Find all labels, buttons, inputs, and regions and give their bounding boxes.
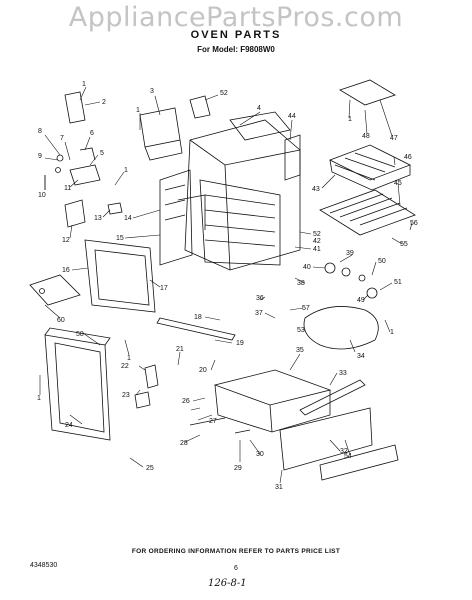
callout-c48: 48 bbox=[362, 133, 370, 140]
callout-c17: 17 bbox=[160, 285, 168, 292]
watermark: AppliancePartsPros.com bbox=[68, 2, 404, 33]
callout-c33: 33 bbox=[339, 370, 347, 377]
callout-c4: 4 bbox=[257, 105, 261, 112]
callout-c47: 47 bbox=[390, 135, 398, 142]
callout-c2: 2 bbox=[102, 99, 106, 106]
callout-c56: 56 bbox=[410, 220, 418, 227]
callout-c45: 45 bbox=[394, 180, 402, 187]
callout-c51: 51 bbox=[394, 279, 402, 286]
callout-c26: 26 bbox=[182, 398, 190, 405]
page-number: 6 bbox=[234, 565, 238, 572]
broiler-pan bbox=[329, 79, 411, 191]
callout-c15: 15 bbox=[116, 235, 124, 242]
bake-element bbox=[303, 306, 379, 350]
callout-c1e: 1 bbox=[390, 329, 394, 336]
callout-c18: 18 bbox=[194, 314, 202, 321]
hinge-parts bbox=[134, 364, 251, 434]
model-subtitle: For Model: F9808W0 bbox=[197, 45, 275, 54]
callout-c24: 24 bbox=[65, 422, 73, 429]
callout-c20: 20 bbox=[199, 367, 207, 374]
callout-c32: 32 bbox=[340, 448, 348, 455]
oven-rack bbox=[319, 189, 416, 236]
callout-c3: 3 bbox=[150, 88, 154, 95]
callout-c58: 58 bbox=[76, 331, 84, 338]
callout-c38: 38 bbox=[297, 280, 305, 287]
callout-c49: 49 bbox=[357, 297, 365, 304]
callout-c29: 29 bbox=[234, 465, 242, 472]
callout-c1a: 1 bbox=[82, 81, 86, 88]
callout-c46: 46 bbox=[404, 154, 412, 161]
callout-c1f: 1 bbox=[127, 355, 131, 362]
bracket-60 bbox=[29, 274, 81, 306]
callout-c7: 7 bbox=[60, 135, 64, 142]
callout-c25: 25 bbox=[146, 465, 154, 472]
callout-c5: 5 bbox=[100, 150, 104, 157]
callout-c52a: 52 bbox=[220, 90, 228, 97]
callout-c30: 30 bbox=[256, 451, 264, 458]
callout-c6: 6 bbox=[90, 130, 94, 137]
callout-c1g: 1 bbox=[37, 395, 41, 402]
oven-cavity bbox=[159, 111, 301, 271]
drawer-front bbox=[279, 407, 399, 481]
callout-c21: 21 bbox=[176, 346, 184, 353]
callout-c28: 28 bbox=[180, 440, 188, 447]
vent-parts bbox=[64, 91, 301, 181]
callout-c40: 40 bbox=[303, 264, 311, 271]
callout-c12: 12 bbox=[62, 237, 70, 244]
callout-c36: 36 bbox=[256, 295, 264, 302]
storage-drawer bbox=[213, 369, 366, 433]
callout-c55: 55 bbox=[400, 241, 408, 248]
outer-door bbox=[44, 327, 111, 441]
callout-c57: 57 bbox=[302, 305, 310, 312]
callout-c44: 44 bbox=[288, 113, 296, 120]
callout-c23: 23 bbox=[122, 392, 130, 399]
callout-c8: 8 bbox=[38, 128, 42, 135]
callout-c54: 54 bbox=[344, 453, 352, 460]
callout-c1c: 1 bbox=[124, 167, 128, 174]
callout-c53: 53 bbox=[297, 327, 305, 334]
callout-c31: 31 bbox=[275, 484, 283, 491]
callout-c22: 22 bbox=[121, 363, 129, 370]
handwritten-note: 126-8-1 bbox=[208, 578, 247, 589]
callout-labels: 1 2 3 1 52 4 44 8 7 6 9 5 11 1 10 13 14 … bbox=[37, 81, 418, 491]
callout-c9: 9 bbox=[38, 153, 42, 160]
callout-c14: 14 bbox=[124, 215, 132, 222]
callout-c1d: 1 bbox=[348, 116, 352, 123]
callout-c35: 35 bbox=[296, 347, 304, 354]
page-title: OVEN PARTS bbox=[190, 29, 282, 41]
callout-c13: 13 bbox=[94, 215, 102, 222]
callout-c42: 42 bbox=[313, 238, 321, 245]
callout-c50: 50 bbox=[378, 258, 386, 265]
document-number: 4348530 bbox=[30, 562, 58, 569]
callout-c34: 34 bbox=[357, 353, 365, 360]
ordering-note: FOR ORDERING INFORMATION REFER TO PARTS … bbox=[131, 548, 341, 555]
callout-c1b: 1 bbox=[136, 107, 140, 114]
callout-c43: 43 bbox=[312, 186, 320, 193]
callout-c52b: 52 bbox=[313, 231, 321, 238]
callout-c39: 39 bbox=[346, 250, 354, 257]
callout-c37: 37 bbox=[255, 310, 263, 317]
oven-light-parts bbox=[324, 262, 378, 299]
callout-c10: 10 bbox=[38, 192, 46, 199]
leader-lines bbox=[39, 86, 413, 484]
door-inner-panel bbox=[84, 239, 156, 313]
trim-strip bbox=[156, 317, 236, 341]
callout-c60: 60 bbox=[57, 317, 65, 324]
callout-c41: 41 bbox=[313, 246, 321, 253]
callout-c19: 19 bbox=[236, 340, 244, 347]
callout-c16: 16 bbox=[62, 267, 70, 274]
callout-c11: 11 bbox=[64, 185, 71, 192]
callout-c27: 27 bbox=[209, 418, 217, 425]
